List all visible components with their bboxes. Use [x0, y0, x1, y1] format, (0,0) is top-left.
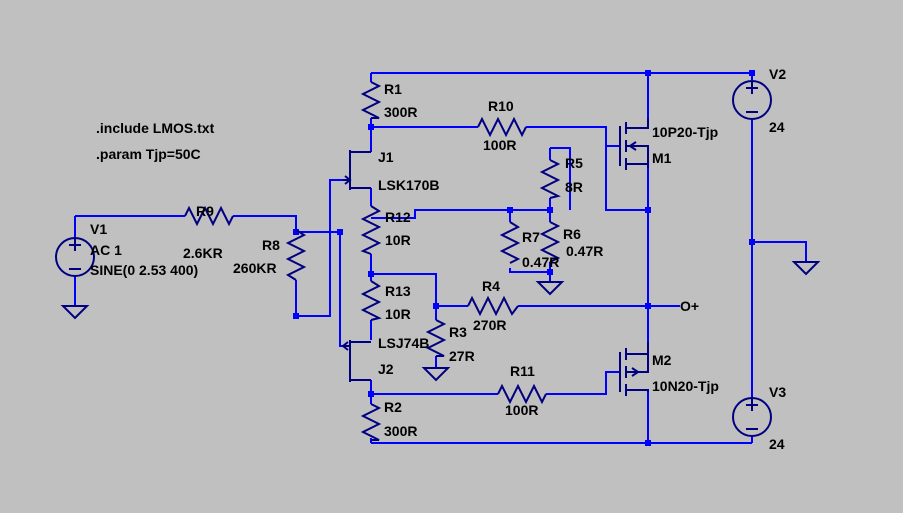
- resistor-r1-symbol[interactable]: [360, 81, 382, 119]
- r8-ref-label: R8: [262, 237, 280, 253]
- mosfet-m2-symbol[interactable]: [619, 342, 649, 396]
- resistor-r3-symbol[interactable]: [425, 319, 447, 357]
- ground-icon: [60, 305, 90, 320]
- r13-value-label: 10R: [385, 306, 411, 322]
- resistor-r6-symbol[interactable]: [539, 221, 561, 263]
- r12-ref-label: R12: [385, 209, 411, 225]
- resistor-r4-symbol[interactable]: [467, 295, 519, 317]
- junction-dots: [293, 70, 755, 446]
- v1-ref-label: V1: [90, 221, 107, 237]
- v2-value-label: 24: [769, 119, 785, 135]
- ground-icon: [791, 261, 821, 276]
- m2-ref-label: M2: [652, 352, 672, 368]
- mosfet-m1-symbol[interactable]: [619, 118, 649, 170]
- r2-ref-label: R2: [384, 399, 402, 415]
- voltage-source-v1-symbol[interactable]: [55, 237, 95, 277]
- r12-value-label: 10R: [385, 232, 411, 248]
- r11-value-label: 100R: [505, 402, 538, 418]
- v3-ref-label: V3: [769, 384, 786, 400]
- j1-value-label: LSK170B: [378, 177, 439, 193]
- resistor-r5-symbol[interactable]: [539, 159, 561, 199]
- r9-ref-label: R9: [196, 203, 214, 219]
- r8-value-label: 260KR: [233, 260, 277, 276]
- voltage-source-v3-symbol[interactable]: [732, 397, 772, 437]
- output-label: O+: [680, 298, 699, 314]
- r7-ref-label: R7: [522, 229, 540, 245]
- v2-ref-label: V2: [769, 66, 786, 82]
- r1-value-label: 300R: [384, 104, 417, 120]
- r5-ref-label: R5: [565, 155, 583, 171]
- v3-value-label: 24: [769, 436, 785, 452]
- resistor-r8-symbol[interactable]: [285, 229, 307, 281]
- j2-value-label: LSJ74B: [378, 335, 429, 351]
- resistor-r9-symbol[interactable]: [184, 205, 234, 227]
- r10-value-label: 100R: [483, 137, 516, 153]
- r7-value-label: 0.47R: [522, 254, 559, 270]
- r9-value-label: 2.6KR: [183, 245, 223, 261]
- m2-value-label: 10N20-Tjp: [652, 378, 719, 394]
- r6-ref-label: R6: [563, 226, 581, 242]
- j2-ref-label: J2: [378, 361, 394, 377]
- r6-value-label: 0.47R: [566, 243, 603, 259]
- voltage-source-v2-symbol[interactable]: [732, 80, 772, 120]
- include-directive: .include LMOS.txt: [96, 120, 215, 136]
- ground-icon: [535, 281, 565, 296]
- m1-value-label: 10P20-Tjp: [652, 124, 718, 140]
- j1-ref-label: J1: [378, 149, 394, 165]
- resistor-r12-symbol[interactable]: [360, 205, 382, 255]
- r11-ref-label: R11: [510, 363, 535, 379]
- m1-ref-label: M1: [652, 150, 672, 166]
- r4-value-label: 270R: [473, 317, 506, 333]
- param-directive: .param Tjp=50C: [96, 146, 201, 162]
- r13-ref-label: R13: [385, 283, 411, 299]
- r1-ref-label: R1: [384, 81, 402, 97]
- r3-value-label: 27R: [449, 348, 475, 364]
- jfet-j2-symbol[interactable]: [341, 340, 371, 382]
- v1-sine-label: SINE(0 2.53 400): [90, 262, 198, 278]
- resistor-r11-symbol[interactable]: [497, 383, 547, 405]
- r5-value-label: 8R: [565, 179, 583, 195]
- ground-icon: [421, 367, 451, 382]
- resistor-r10-symbol[interactable]: [477, 116, 527, 138]
- resistor-r13-symbol[interactable]: [360, 280, 382, 321]
- jfet-j1-symbol[interactable]: [343, 150, 371, 190]
- resistor-r7-symbol[interactable]: [499, 221, 521, 264]
- r4-ref-label: R4: [482, 278, 500, 294]
- r3-ref-label: R3: [449, 324, 467, 340]
- r2-value-label: 300R: [384, 423, 417, 439]
- resistor-r2-symbol[interactable]: [360, 403, 382, 441]
- v1-ac-label: AC 1: [90, 242, 122, 258]
- r10-ref-label: R10: [488, 98, 514, 114]
